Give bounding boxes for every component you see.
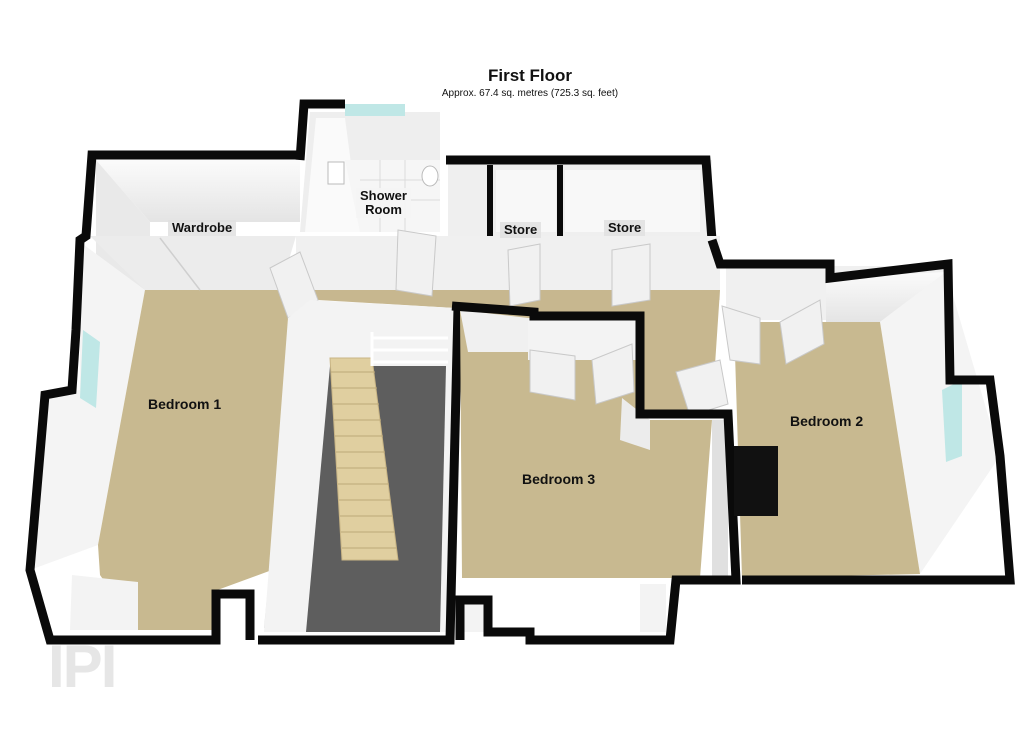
stair-banister — [370, 332, 448, 366]
bedroom-3-right-wall — [712, 420, 728, 578]
floor-area-text: Approx. 67.4 sq. metres (725.3 sq. feet) — [441, 88, 619, 99]
label-bedroom-2: Bedroom 2 — [790, 413, 864, 429]
label-bedroom-1: Bedroom 1 — [148, 396, 222, 412]
door-store-right — [611, 243, 651, 307]
store-left-interior — [496, 170, 556, 232]
label-store-left: Store — [500, 222, 542, 238]
staircase — [329, 357, 399, 561]
wardrobe-front — [90, 236, 296, 290]
bedroom-1-left-wall — [30, 242, 145, 570]
bedroom-1-floor — [98, 290, 296, 630]
door-cupboard-left — [529, 349, 576, 401]
chimney-breast — [734, 446, 778, 516]
label-store-right: Store — [604, 220, 646, 236]
bedroom-2-window-wall — [826, 272, 946, 322]
bedroom-3-area — [451, 301, 741, 645]
door-cupboard-right — [591, 343, 635, 405]
bedroom-3-corner-wall — [620, 398, 650, 450]
bedroom-3-floor — [460, 310, 712, 578]
door-bedroom-2-cupboard-right — [779, 299, 825, 365]
bedroom-3-alcove-right — [640, 584, 666, 632]
basin-icon — [421, 165, 439, 187]
wardrobe-back-wall — [96, 160, 300, 222]
stairwell-area — [258, 300, 463, 645]
door-shower-room — [395, 229, 437, 297]
label-shower-room-line-2: Room — [365, 202, 402, 217]
floor-title: First Floor — [487, 66, 573, 85]
bedroom-3-back-wall — [460, 310, 528, 352]
bedroom-1-area — [25, 150, 310, 645]
door-store-left — [507, 243, 541, 307]
label-shower-room-line-1: Shower — [360, 188, 407, 203]
door-bedroom-2-cupboard-left — [721, 305, 761, 365]
bedroom-1-window — [80, 330, 100, 408]
toilet-icon — [327, 161, 345, 185]
bedroom-2-right-wall — [880, 272, 1000, 574]
store-right-interior — [565, 170, 700, 232]
bedroom-2-floor — [734, 322, 920, 578]
bedroom-1-alcove-wall — [70, 575, 138, 630]
stores-area — [446, 155, 717, 241]
shower-room-window — [345, 104, 405, 116]
bedroom-2-window — [942, 380, 962, 462]
watermark-logo: IPI — [48, 633, 117, 700]
door-bedroom-2 — [675, 359, 729, 417]
door-bedroom-1 — [269, 251, 319, 319]
label-wardrobe: Wardrobe — [168, 220, 237, 236]
label-bedroom-3: Bedroom 3 — [522, 471, 596, 487]
label-shower-room: Shower Room — [356, 188, 411, 218]
bedroom-2-area — [707, 238, 1015, 585]
bedroom-3-cupboard — [528, 318, 640, 360]
